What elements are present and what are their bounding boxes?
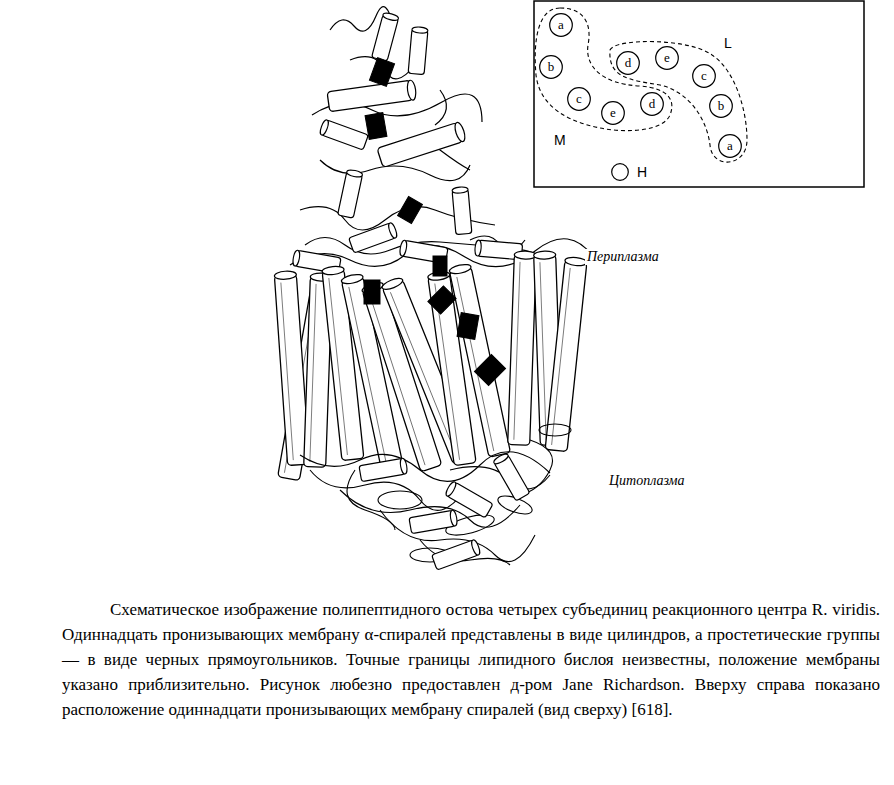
helix-label: H bbox=[637, 165, 647, 179]
region-label: M bbox=[554, 133, 566, 147]
protein-illustration bbox=[338, 169, 363, 218]
protein-illustration bbox=[378, 491, 422, 509]
circle-outline bbox=[612, 164, 629, 181]
circle-outline bbox=[710, 95, 733, 118]
helix-circle: e bbox=[655, 46, 679, 70]
circle-outline bbox=[719, 135, 742, 158]
protein-illustration bbox=[359, 458, 408, 482]
protein-illustration bbox=[369, 58, 394, 87]
protein-illustration bbox=[372, 12, 400, 62]
circle-outline bbox=[617, 52, 640, 75]
helix-circle: c bbox=[567, 87, 591, 111]
helix-circle: b bbox=[709, 94, 733, 118]
protein-illustration bbox=[432, 539, 482, 570]
helix-label: c bbox=[701, 69, 707, 82]
helix-circle: H bbox=[611, 163, 629, 181]
protein-illustration bbox=[300, 424, 571, 565]
protein-illustration bbox=[398, 196, 423, 223]
protein-illustration bbox=[428, 286, 456, 314]
protein-illustration bbox=[435, 90, 446, 125]
protein-illustration bbox=[364, 280, 380, 304]
region-label: Цитоплазма bbox=[607, 473, 687, 489]
helix-circle: b bbox=[539, 55, 563, 79]
protein-illustration bbox=[534, 1, 864, 187]
helix-circle: d bbox=[616, 51, 640, 75]
circle-outline bbox=[693, 65, 716, 88]
helix-label: e bbox=[610, 106, 616, 119]
circle-outline bbox=[641, 93, 664, 116]
helix-circle: a bbox=[549, 13, 573, 37]
dashed-outline bbox=[535, 8, 672, 131]
region-label: L bbox=[724, 36, 732, 50]
circle-outline bbox=[540, 56, 563, 79]
circle-outline bbox=[602, 102, 625, 125]
protein-illustration bbox=[508, 251, 537, 446]
protein-illustration bbox=[539, 424, 571, 436]
helix-circle: c bbox=[692, 64, 716, 88]
protein-illustration bbox=[545, 256, 587, 451]
subunit-region: Ma b c e d bbox=[532, 4, 678, 156]
helix-label: c bbox=[576, 92, 582, 105]
figure-caption: Схематическое изображение полипептидного… bbox=[62, 597, 880, 722]
helix-label: a bbox=[727, 139, 733, 152]
helix-label: e bbox=[664, 51, 670, 64]
helix-circle: a bbox=[718, 134, 742, 158]
protein-illustration bbox=[409, 510, 458, 534]
helix-label: a bbox=[558, 18, 564, 31]
protein-illustration bbox=[408, 26, 428, 74]
protein-illustration bbox=[365, 113, 387, 140]
circle-outline bbox=[550, 14, 573, 37]
protein-illustration bbox=[327, 80, 417, 112]
circle-outline bbox=[656, 47, 679, 70]
helix-label: d bbox=[625, 56, 632, 69]
helix-label: d bbox=[649, 97, 656, 110]
protein-illustration bbox=[474, 354, 505, 385]
protein-illustration bbox=[433, 256, 447, 276]
region-label: Периплазма bbox=[585, 249, 661, 265]
helix-label: b bbox=[548, 60, 555, 73]
helix-circle: d bbox=[640, 92, 664, 116]
circle-outline bbox=[568, 88, 591, 111]
dashed-outline bbox=[610, 42, 747, 163]
protein-illustration bbox=[349, 222, 399, 253]
protein-illustration bbox=[452, 186, 472, 234]
protein-illustration bbox=[377, 121, 467, 167]
protein-illustration bbox=[364, 58, 506, 386]
protein-illustration bbox=[319, 119, 369, 150]
helix-circle: e bbox=[601, 101, 625, 125]
subunit-region: Ld e c b a bbox=[600, 30, 752, 176]
protein-illustration bbox=[457, 313, 479, 340]
protein-illustration bbox=[290, 7, 595, 267]
protein-illustration bbox=[449, 263, 511, 457]
protein-illustration bbox=[493, 452, 530, 501]
node-outline bbox=[611, 163, 629, 181]
helix-label: b bbox=[718, 99, 725, 112]
